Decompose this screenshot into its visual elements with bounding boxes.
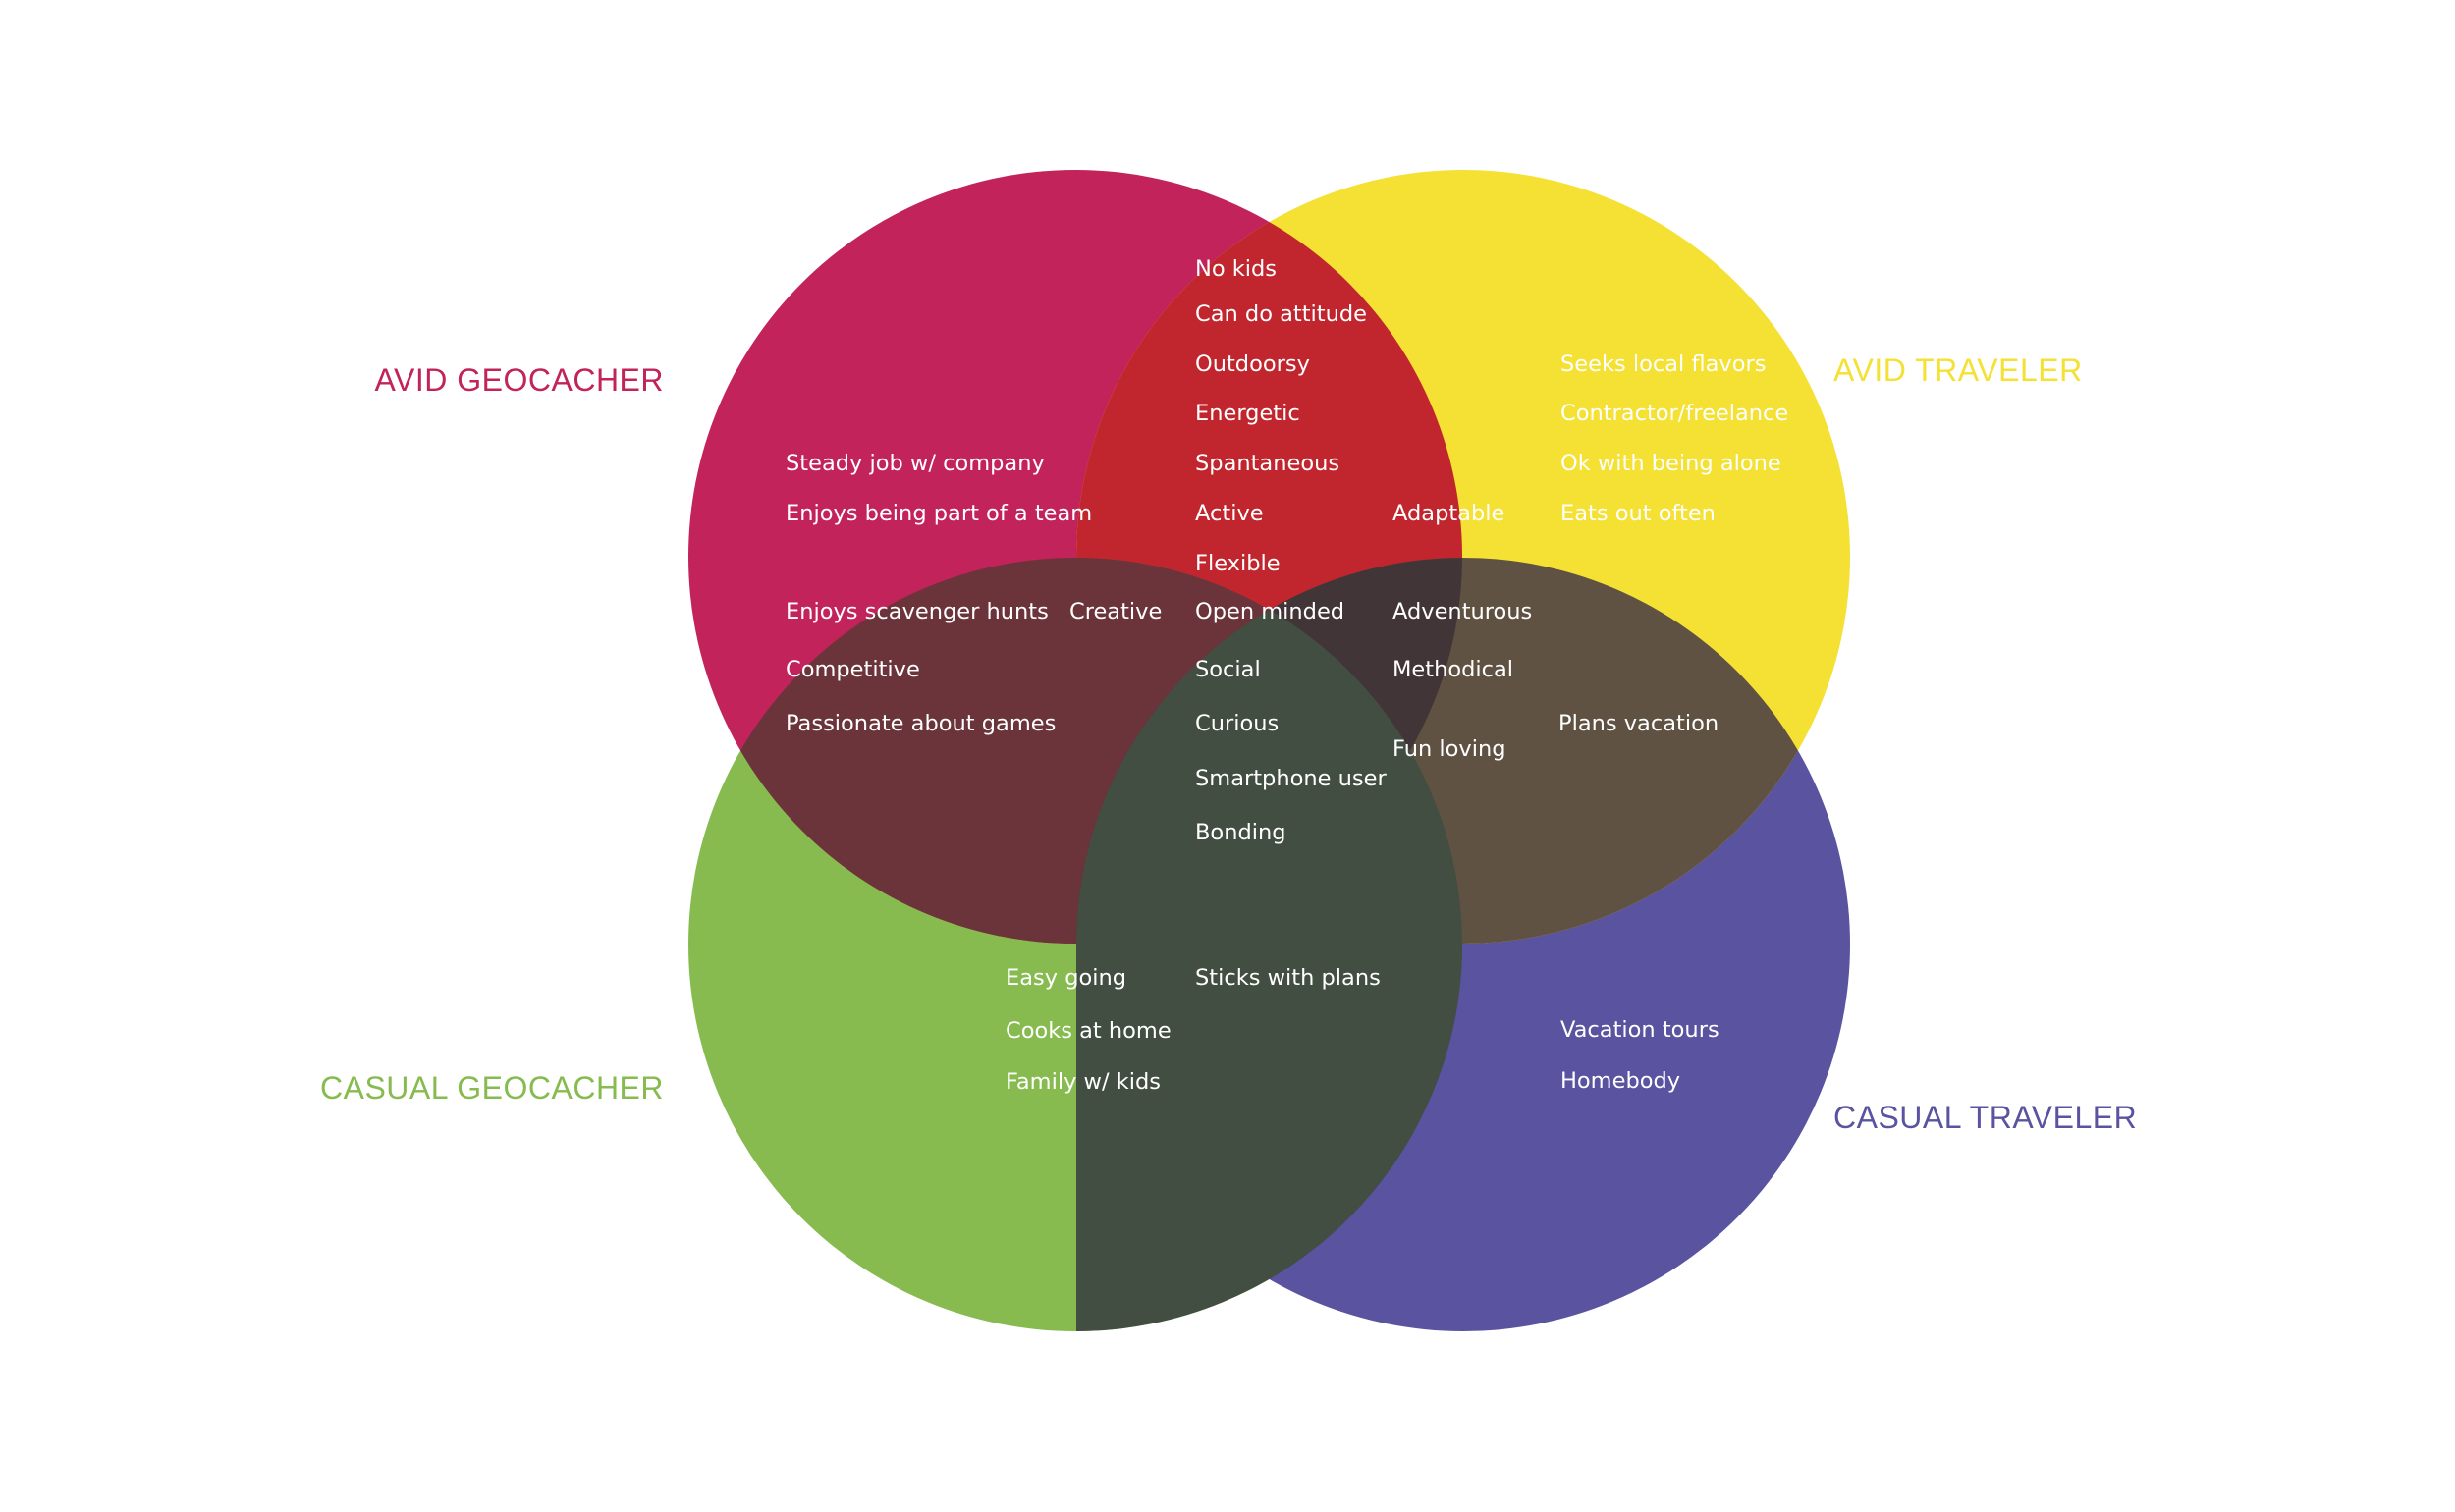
trait-methodical: Methodical — [1392, 657, 1513, 682]
trait-fun-loving: Fun loving — [1392, 736, 1506, 762]
trait-open-minded: Open minded — [1195, 599, 1344, 624]
trait-active: Active — [1195, 501, 1264, 526]
trait-social: Social — [1195, 657, 1261, 682]
trait-adaptable: Adaptable — [1392, 501, 1504, 526]
trait-competitive: Competitive — [786, 657, 920, 682]
trait-family-kids: Family w/ kids — [1006, 1069, 1161, 1095]
casual-traveler-label: CASUAL TRAVELER — [1833, 1100, 2137, 1135]
trait-curious: Curious — [1195, 711, 1279, 736]
trait-outdoorsy: Outdoorsy — [1195, 351, 1310, 377]
trait-steady-job: Steady job w/ company — [786, 451, 1045, 476]
casual-geocacher-label: CASUAL GEOCACHER — [320, 1070, 664, 1106]
trait-homebody: Homebody — [1560, 1068, 1680, 1094]
trait-team: Enjoys being part of a team — [786, 501, 1092, 526]
trait-contractor-freelance: Contractor/freelance — [1560, 401, 1788, 426]
trait-spontaneous: Spantaneous — [1195, 451, 1339, 476]
trait-games: Passionate about games — [786, 711, 1056, 736]
trait-flexible: Flexible — [1195, 551, 1281, 576]
trait-easy-going: Easy going — [1006, 965, 1126, 991]
trait-eats-out: Eats out often — [1560, 501, 1716, 526]
trait-ok-alone: Ok with being alone — [1560, 451, 1781, 476]
trait-seeks-local-flavors: Seeks local flavors — [1560, 351, 1766, 377]
trait-adventurous: Adventurous — [1392, 599, 1532, 624]
trait-plans-vacation: Plans vacation — [1558, 711, 1718, 736]
trait-can-do-attitude: Can do attitude — [1195, 301, 1367, 327]
avid-geocacher-label: AVID GEOCACHER — [375, 362, 664, 398]
trait-labels: No kids Can do attitude Outdoorsy Energe… — [786, 256, 1788, 1095]
trait-no-kids: No kids — [1195, 256, 1277, 282]
trait-scavenger: Enjoys scavenger hunts — [786, 599, 1049, 624]
trait-sticks-plans: Sticks with plans — [1195, 965, 1381, 991]
avid-traveler-label: AVID TRAVELER — [1833, 352, 2083, 388]
trait-cooks-home: Cooks at home — [1006, 1018, 1172, 1044]
trait-bonding: Bonding — [1195, 820, 1286, 845]
trait-energetic: Energetic — [1195, 401, 1300, 426]
trait-creative: Creative — [1069, 599, 1162, 624]
trait-vacation-tours: Vacation tours — [1560, 1017, 1719, 1043]
trait-smartphone: Smartphone user — [1195, 766, 1387, 791]
